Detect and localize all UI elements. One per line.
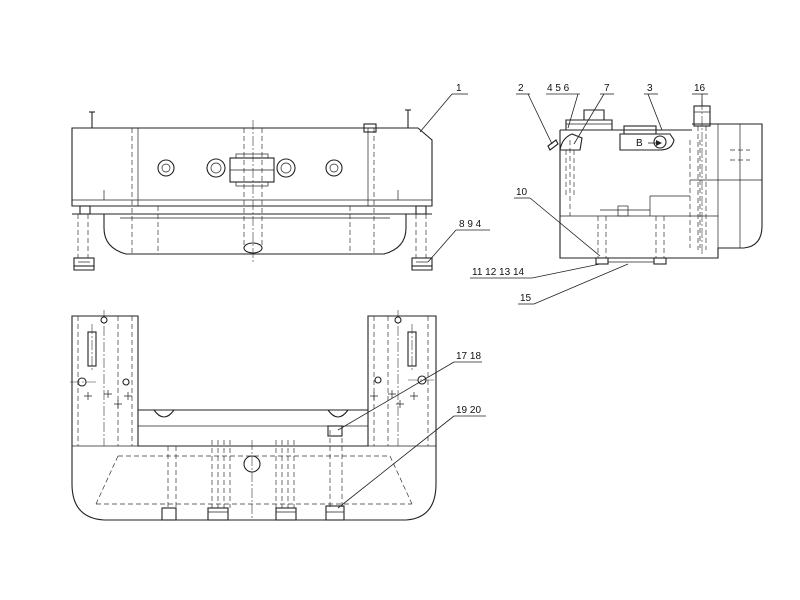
bolt-circle-2 — [206, 158, 226, 178]
callout-labels: 1 2 4 5 6 7 3 16 10 8 9 4 11 12 13 14 15… — [456, 83, 706, 416]
plan-view — [70, 310, 437, 521]
callout-3: 3 — [647, 83, 653, 94]
callout-19-20: 19 20 — [456, 405, 481, 416]
view-b-label: B — [636, 138, 643, 149]
callout-16: 16 — [694, 83, 706, 94]
callout-17-18: 17 18 — [456, 351, 481, 362]
callout-11-12-13-14: 11 12 13 14 — [472, 267, 525, 278]
leader-lines — [337, 93, 708, 509]
callout-1: 1 — [456, 83, 462, 94]
front-view — [71, 109, 433, 271]
bolt-circle-3 — [276, 158, 296, 178]
bolt-circle-1 — [157, 159, 175, 177]
callout-7: 7 — [604, 83, 610, 94]
callout-2: 2 — [518, 83, 524, 94]
callout-4-5-6: 4 5 6 — [547, 83, 570, 94]
bolt-circle-4 — [325, 159, 343, 177]
callout-15: 15 — [520, 293, 532, 304]
callout-10: 10 — [516, 187, 528, 198]
callout-8-9-4: 8 9 4 — [459, 219, 482, 230]
